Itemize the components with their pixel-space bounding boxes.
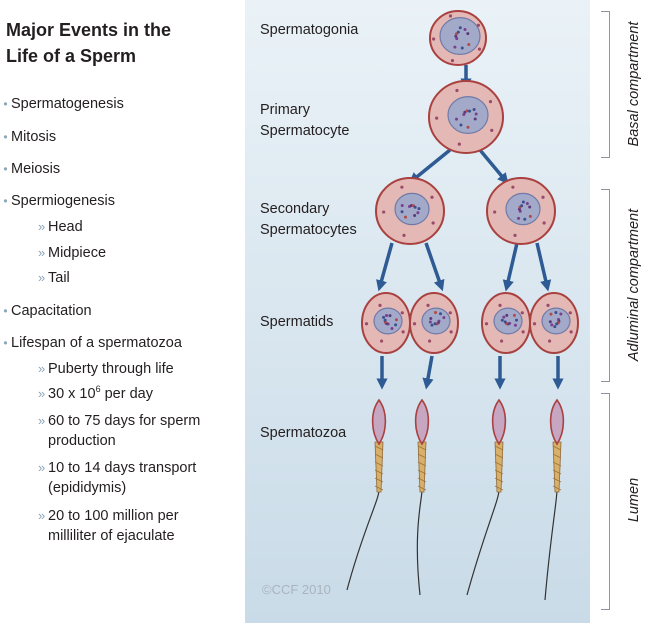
- sub-item-per-day: »30 x 106 per day: [38, 384, 153, 402]
- basal-bracket: [601, 11, 610, 158]
- nucleus: [447, 95, 489, 134]
- nucleus: [421, 307, 451, 335]
- arrow-1: [408, 148, 452, 184]
- chevron-icon: »: [38, 219, 46, 234]
- spermatid-cell-1: [361, 292, 411, 354]
- chevron-icon: »: [38, 460, 46, 475]
- bullet-dot-icon: •: [3, 97, 8, 111]
- head: [414, 398, 430, 446]
- head: [491, 398, 507, 446]
- chevron-icon: »: [38, 270, 46, 285]
- secondary-spermatocyte-cell-right: [486, 177, 556, 245]
- arrow-8: [422, 355, 434, 390]
- chevron-icon: »: [38, 508, 46, 523]
- bullet-dot-icon: •: [3, 304, 8, 318]
- title-line-2: Life of a Sperm: [6, 46, 137, 66]
- bullet-meiosis: •Meiosis: [0, 159, 60, 179]
- chevron-icon: »: [38, 413, 46, 428]
- page-title: Major Events in the Life of a Sperm: [6, 17, 171, 69]
- bullet-dot-icon: •: [3, 336, 8, 350]
- arrow-4: [424, 242, 445, 292]
- sub-item-midpiece: »Midpiece: [38, 245, 107, 261]
- spermatogonium-cell: [429, 10, 487, 66]
- label-spermatozoa: Spermatozoa: [260, 425, 347, 441]
- spermatid-cell-2: [409, 292, 459, 354]
- spermatid-cell-3: [481, 292, 531, 354]
- chevron-icon: »: [38, 361, 46, 376]
- label-primary-spermatocyte: Primary Spermatocyte: [260, 102, 350, 139]
- label-spermatids: Spermatids: [260, 314, 334, 330]
- chevron-icon: »: [38, 245, 46, 260]
- tail: [466, 489, 500, 596]
- secondary-spermatocyte-cell-left: [375, 177, 445, 245]
- tail: [544, 489, 558, 601]
- sub-item-head: »Head: [38, 219, 83, 235]
- bullet-capacitation: •Capacitation: [0, 301, 91, 321]
- nucleus: [439, 17, 481, 55]
- bullet-dot-icon: •: [3, 194, 8, 208]
- label-secondary-spermatocytes: Secondary Spermatocytes: [260, 201, 357, 238]
- nucleus: [394, 192, 430, 226]
- basal-compartment-label: Basal compartment: [626, 21, 642, 147]
- title-line-1: Major Events in the: [6, 20, 172, 40]
- arrow-5: [502, 242, 519, 292]
- sub-item-tail: »Tail: [38, 270, 70, 286]
- head: [549, 398, 565, 446]
- adluminal-bracket: [601, 189, 610, 382]
- bullet-spermatogenesis: •Spermatogenesis: [0, 94, 123, 114]
- tail: [416, 489, 423, 596]
- sub-item-transport: »10 to 14 days transport(epididymis): [38, 460, 197, 496]
- arrow-6: [535, 242, 552, 292]
- chevron-icon: »: [38, 386, 46, 401]
- events-list-panel: Major Events in the Life of a Sperm •Spe…: [0, 0, 240, 623]
- diagram-canvas: [245, 0, 590, 623]
- label-spermatogonia: Spermatogonia: [260, 22, 359, 38]
- adluminal-compartment-label: Adluminal compartment: [626, 208, 642, 362]
- lumen-label: Lumen: [626, 477, 642, 523]
- spermatozoon-3: [466, 398, 507, 596]
- spermatogenesis-diagram-panel: Spermatogonia Primary Spermatocyte Secon…: [245, 0, 590, 623]
- copyright-notice: ©CCF 2010: [262, 582, 331, 597]
- head: [371, 398, 387, 446]
- nucleus: [505, 192, 541, 226]
- tail: [346, 489, 380, 591]
- bullet-dot-icon: •: [3, 130, 8, 144]
- spermatozoon-4: [544, 398, 565, 601]
- nucleus: [493, 307, 523, 335]
- nucleus: [541, 307, 571, 335]
- sub-item-puberty: »Puberty through life: [38, 361, 174, 377]
- arrow-3: [376, 242, 394, 292]
- arrow-2: [478, 148, 509, 185]
- primary-spermatocyte-cell: [428, 80, 504, 154]
- bullet-lifespan: •Lifespan of a spermatozoa: [0, 333, 182, 353]
- lumen-bracket: [601, 393, 610, 610]
- bullet-dot-icon: •: [3, 162, 8, 176]
- bullet-spermiogenesis: •Spermiogenesis: [0, 191, 115, 211]
- spermatozoon-2: [414, 398, 430, 596]
- nucleus: [373, 307, 403, 335]
- spermatid-cell-4: [529, 292, 579, 354]
- spermatozoon-1: [346, 398, 387, 591]
- bullet-mitosis: •Mitosis: [0, 127, 56, 147]
